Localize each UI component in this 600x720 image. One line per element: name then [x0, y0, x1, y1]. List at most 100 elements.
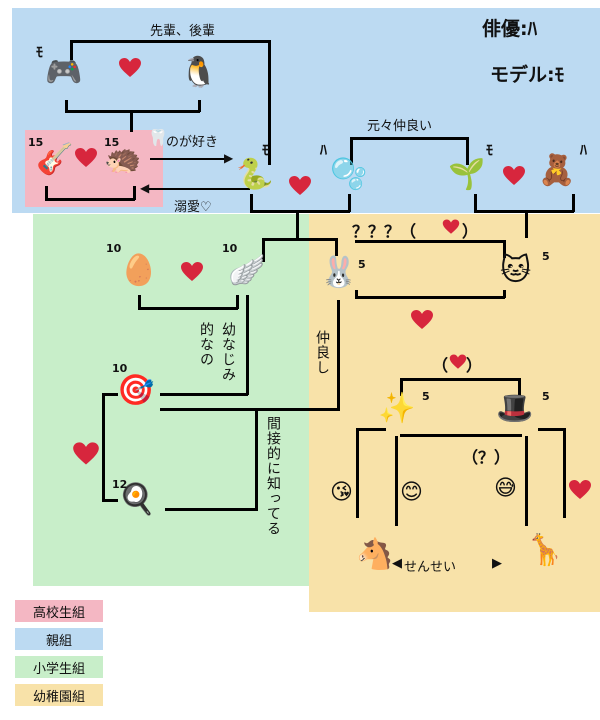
cat-icon: 🐱 [500, 253, 532, 288]
legend-parents: 親組 [15, 628, 103, 650]
age-label: 5 [422, 390, 430, 403]
connector-line [348, 194, 351, 212]
genki-nakayoshi-label: 元々仲良い [367, 119, 433, 134]
kindergarten-region [309, 214, 600, 612]
penguin-icon: 🐧 [180, 55, 218, 90]
age-label: 12 [112, 478, 128, 491]
sparkles-icon: ✨ [378, 391, 416, 426]
arrow-left-icon: ◀ [392, 556, 402, 571]
connector-line [198, 100, 201, 112]
heart-icon [569, 480, 591, 499]
connector-line [400, 378, 520, 381]
actor-key: 俳優:ﾊ [482, 18, 538, 40]
dekiai-arrow [148, 188, 248, 190]
age-label: 5 [358, 258, 366, 271]
connector-line [45, 186, 48, 200]
connector-line [248, 176, 250, 190]
elementary-region [33, 214, 309, 586]
connector-line [525, 436, 528, 526]
connector-line [246, 295, 249, 395]
kiss-face-icon: 😘 [330, 480, 353, 505]
connector-line [255, 410, 258, 510]
connector-line [160, 408, 340, 411]
actor-mark: ﾊ [320, 143, 327, 159]
connector-line [503, 290, 506, 298]
connector-line [250, 210, 350, 213]
connector-line [563, 428, 566, 518]
legend-label: 小学生組 [32, 661, 85, 677]
connector-line [400, 378, 403, 396]
connector-line [503, 240, 506, 258]
connector-line [133, 186, 136, 200]
heart-icon [503, 166, 525, 185]
high-school-region [25, 130, 163, 207]
osananajimi-label-2: 的なの [198, 322, 214, 367]
giraffe-icon: 🦒 [526, 533, 564, 568]
connector-line [518, 378, 521, 396]
connector-line [337, 300, 340, 410]
sprout-icon: 🌱 [448, 157, 486, 192]
connector-line [160, 393, 248, 396]
legend-label: 高校生組 [32, 605, 85, 621]
dekiai-label: 溺愛♡ [174, 200, 212, 215]
connector-line [236, 295, 239, 309]
model-mark: ﾓ [262, 143, 269, 159]
connector-line [130, 110, 133, 132]
gamepad-icon: 🎮 [45, 55, 83, 90]
age-label: 5 [542, 390, 550, 403]
legend-kindergarten: 幼稚園組 [15, 684, 103, 706]
sensei-label: せんせい [404, 560, 457, 575]
connector-line [250, 194, 253, 212]
osananajimi-label: 幼なじみ [220, 322, 236, 382]
legend-elementary: 小学生組 [15, 656, 103, 678]
heart-icon [442, 219, 460, 234]
connector-line [355, 240, 505, 243]
model-mark: ﾓ [486, 143, 493, 159]
unknown-relation-label: ？？？（ [352, 222, 417, 241]
snake-icon: 🐍 [236, 157, 274, 192]
likes-label: のが好き [166, 135, 219, 150]
kansetsu-label: 間接的に知ってる [265, 416, 281, 536]
connector-line [65, 100, 68, 112]
sweat-smile-icon: 😅 [494, 476, 517, 501]
connector-line [400, 434, 522, 437]
guitar-icon: 🎸 [36, 142, 74, 177]
connector-line [356, 428, 359, 518]
bubble-icon: 🫧 [330, 157, 368, 192]
connector-line [70, 40, 73, 60]
connector-line [474, 210, 574, 213]
paren-close: ） [462, 222, 479, 241]
connector-line [70, 40, 270, 43]
legend-high-school: 高校生組 [15, 600, 103, 622]
hedgehog-icon: 🦔 [104, 142, 142, 177]
paren-open: （ [432, 356, 449, 375]
model-mark: ﾓ [36, 45, 43, 61]
senpai-kohai-label: 先輩、後輩 [150, 24, 216, 39]
rabbit-icon: 🐰 [320, 255, 358, 290]
connector-line [138, 307, 238, 310]
heart-icon [75, 148, 97, 167]
heart-icon [73, 442, 99, 465]
connector-line [102, 393, 105, 501]
age-label: 15 [104, 136, 120, 149]
connector-line [296, 210, 299, 240]
heart-icon [449, 354, 467, 369]
horse-icon: 🐴 [356, 537, 394, 572]
connector-line [102, 499, 118, 502]
connector-line [525, 210, 528, 238]
smile-face-icon: 😊 [400, 480, 423, 505]
target-icon: 🎯 [117, 373, 155, 408]
top-hat-icon: 🎩 [496, 391, 534, 426]
connector-line [395, 436, 398, 526]
heart-icon [119, 58, 141, 77]
age-label: 10 [112, 362, 128, 375]
connector-line [350, 137, 468, 140]
legend-label: 親組 [45, 633, 72, 649]
connector-line [474, 194, 477, 212]
age-label: 10 [106, 242, 122, 255]
legend-label: 幼稚園組 [32, 689, 85, 705]
connector-line [45, 198, 135, 201]
connector-line [138, 295, 141, 309]
connector-line [262, 238, 265, 262]
nakayoshi-label: 仲良し [314, 330, 330, 375]
